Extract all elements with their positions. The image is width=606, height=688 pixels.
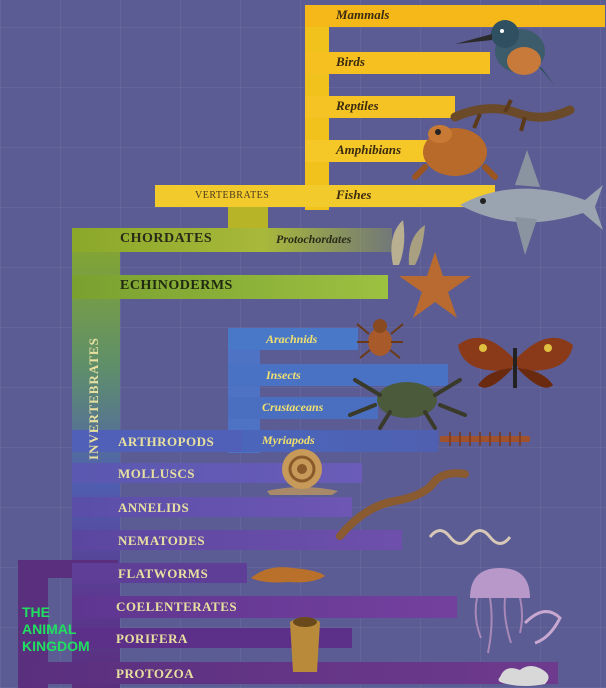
label-protochordates: Protochordates <box>276 232 351 247</box>
starfish-icon <box>395 250 475 320</box>
flatworm-icon <box>248 560 328 588</box>
label-flatworms: FLATWORMS <box>118 566 208 582</box>
label-birds: Birds <box>336 54 365 70</box>
label-amphibians: Amphibians <box>336 142 401 158</box>
label-coelenterates: COELENTERATES <box>116 599 237 615</box>
label-protozoa: PROTOZOA <box>116 666 194 682</box>
jellyfish-icon <box>455 563 565 663</box>
label-porifera: PORIFERA <box>116 631 188 647</box>
label-fishes: Fishes <box>336 187 371 203</box>
label-echinoderms: ECHINODERMS <box>120 278 233 294</box>
sponge-icon <box>285 612 325 674</box>
label-arachnids: Arachnids <box>266 332 317 347</box>
label-annelids: ANNELIDS <box>118 500 189 516</box>
title-line-2: ANIMAL <box>22 621 90 638</box>
spider-icon <box>355 312 405 360</box>
kingfisher-icon <box>450 6 560 91</box>
label-arthropods: ARTHROPODS <box>118 434 214 450</box>
shark-icon <box>455 145 605 270</box>
label-nematodes: NEMATODES <box>118 533 205 549</box>
label-insects: Insects <box>266 368 301 383</box>
label-molluscs: MOLLUSCS <box>118 466 195 482</box>
bar-annelids <box>72 497 352 517</box>
title-block: THE ANIMAL KINGDOM <box>22 604 90 655</box>
title-line-3: KINGDOM <box>22 638 90 655</box>
label-crustaceans: Crustaceans <box>262 400 323 415</box>
butterfly-icon <box>453 330 578 400</box>
label-mammals: Mammals <box>336 7 389 23</box>
amoeba-icon <box>495 662 555 688</box>
nematode-icon <box>425 522 515 552</box>
label-reptiles: Reptiles <box>336 98 379 114</box>
snail-icon <box>262 445 342 497</box>
centipede-icon <box>440 430 530 448</box>
label-chordates: CHORDATES <box>120 231 212 247</box>
title-line-1: THE <box>22 604 90 621</box>
label-invertebrates: INVERTEBRATES <box>86 337 102 460</box>
label-vertebrates: VERTEBRATES <box>195 190 269 201</box>
crab-icon <box>345 370 470 430</box>
